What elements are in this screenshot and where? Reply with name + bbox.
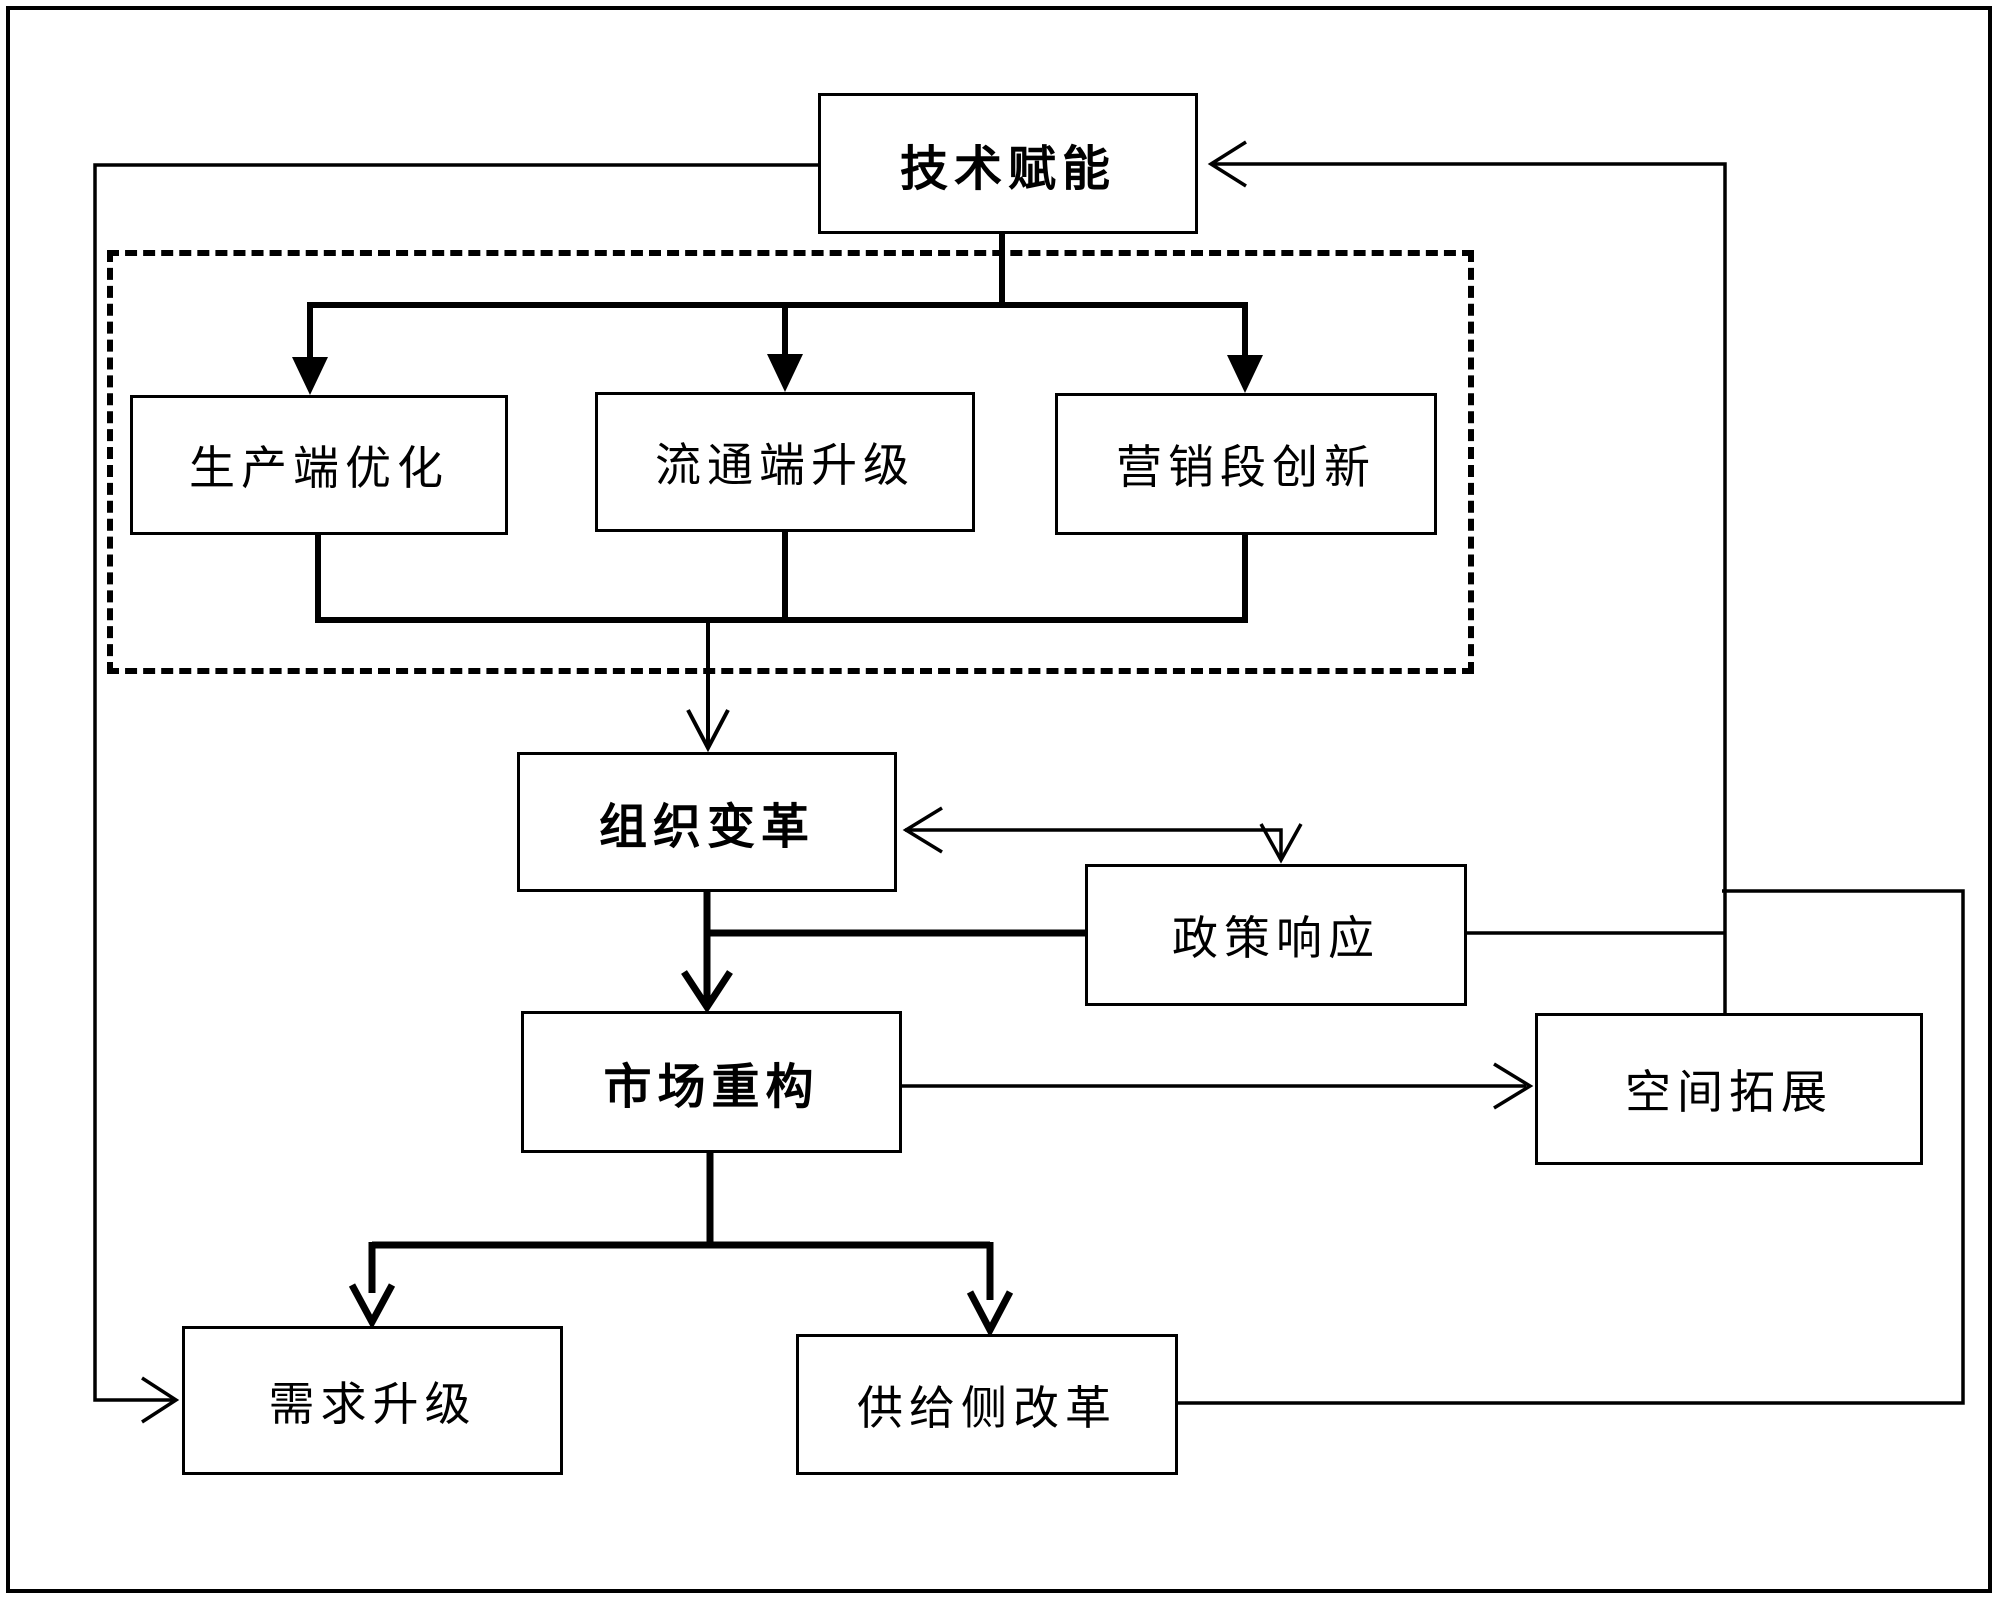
- arrowhead-tech-right: [1207, 140, 1247, 188]
- node-organizational-change: 组织变革: [517, 752, 897, 892]
- arrowhead-supply-top: [966, 1290, 1014, 1338]
- node-demand-upgrade: 需求升级: [182, 1326, 563, 1475]
- node-label: 政策响应: [1172, 913, 1380, 964]
- arrowhead-demand-top: [348, 1283, 396, 1330]
- node-label: 组织变革: [598, 801, 815, 854]
- node-technology-empowerment: 技术赋能: [818, 93, 1198, 234]
- arrowhead-production: [292, 357, 328, 395]
- node-label: 空间拓展: [1625, 1067, 1833, 1118]
- node-label: 生产端优化: [189, 443, 449, 494]
- arrowhead-demand-left: [141, 1376, 180, 1424]
- node-spatial-expansion: 空间拓展: [1535, 1013, 1923, 1165]
- node-supply-side-reform: 供给侧改革: [796, 1334, 1178, 1475]
- dashed-group-container: [107, 250, 1474, 674]
- arrowhead-organization-top: [686, 709, 730, 753]
- arrowhead-market-top: [681, 970, 733, 1014]
- node-label: 需求升级: [268, 1378, 477, 1430]
- node-policy-response: 政策响应: [1085, 864, 1467, 1006]
- node-production-optimization: 生产端优化: [130, 395, 508, 535]
- connector-organization-policy-elbow: [905, 828, 1283, 858]
- node-market-restructuring: 市场重构: [521, 1011, 902, 1153]
- connector-space-to-tech: [1211, 162, 1727, 1013]
- connector-supply-to-right-loop: [1178, 889, 1965, 1405]
- arrowhead-marketing: [1227, 355, 1263, 393]
- arrowhead-space-left: [1493, 1062, 1534, 1110]
- arrowhead-into-organization-right: [902, 806, 943, 854]
- node-label: 流通端升级: [655, 440, 915, 491]
- node-circulation-upgrade: 流通端升级: [595, 392, 975, 532]
- connector-left-feedback-loop: [93, 163, 818, 1402]
- node-label: 市场重构: [603, 1061, 820, 1114]
- arrowhead-into-policy-top: [1259, 823, 1303, 864]
- node-label: 营销段创新: [1116, 442, 1376, 493]
- node-label: 技术赋能: [899, 142, 1116, 196]
- arrowhead-circulation: [767, 354, 803, 392]
- node-marketing-innovation: 营销段创新: [1055, 393, 1437, 535]
- node-label: 供给侧改革: [857, 1382, 1117, 1434]
